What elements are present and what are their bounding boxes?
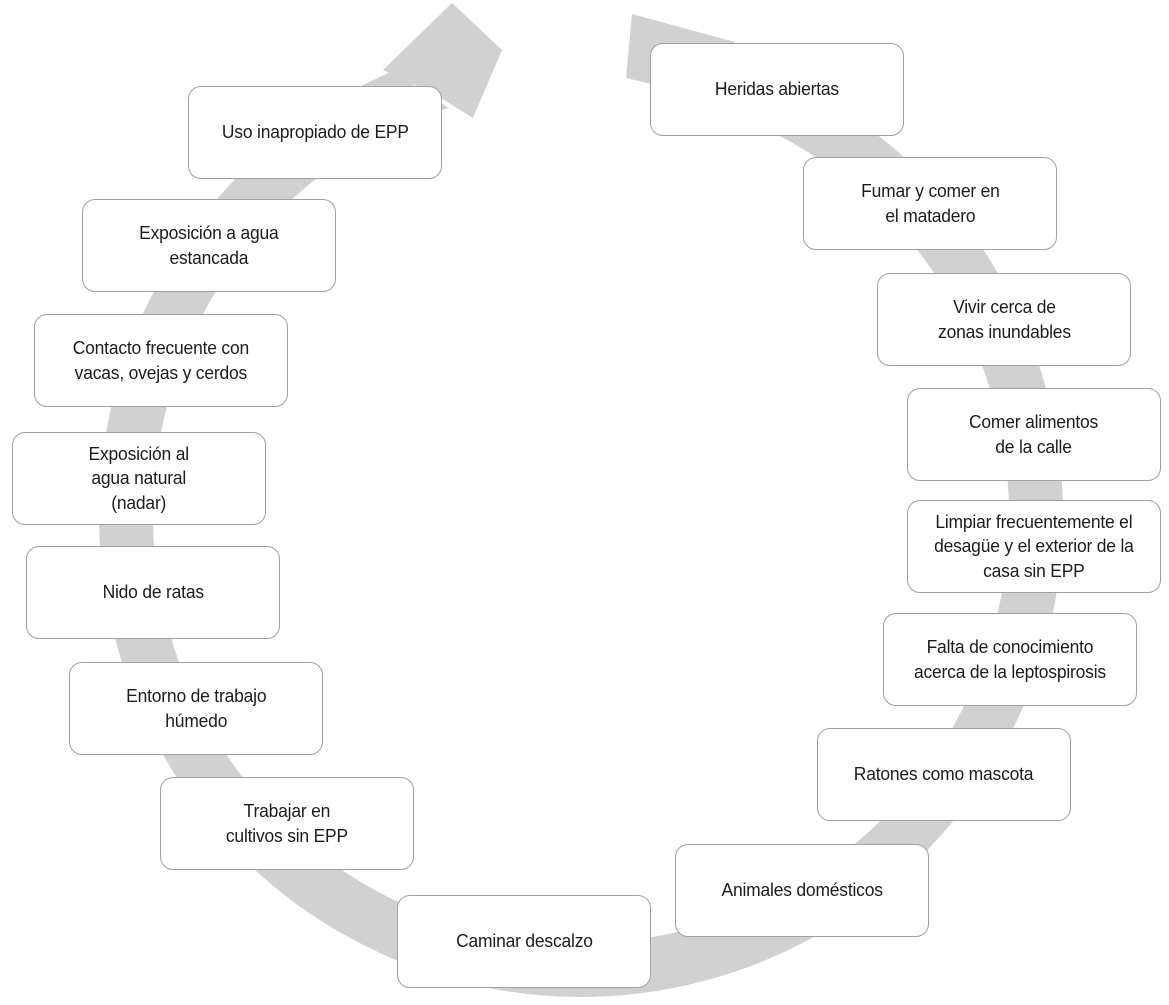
- node-label: Falta de conocimiento acerca de la lepto…: [914, 637, 1106, 682]
- node-label: Exposición al agua natural (nadar): [88, 444, 190, 513]
- node-contacto-vacas-ovejas-cerdos: Contacto frecuente con vacas, ovejas y c…: [34, 314, 288, 407]
- node-label: Animales domésticos: [721, 880, 883, 901]
- node-trabajar-en-cultivos-sin-epp: Trabajar en cultivos sin EPP: [160, 777, 414, 870]
- node-label: Vivir cerca de zonas inundables: [937, 297, 1071, 342]
- node-fumar-y-comer-en-el-matadero: Fumar y comer en el matadero: [803, 157, 1057, 250]
- node-heridas-abiertas: Heridas abiertas: [650, 43, 904, 136]
- node-label: Nido de ratas: [102, 582, 204, 603]
- node-label: Limpiar frecuentemente el desagüe y el e…: [934, 512, 1134, 581]
- node-label: Fumar y comer en el matadero: [860, 181, 1000, 226]
- node-comer-alimentos-de-la-calle: Comer alimentos de la calle: [907, 388, 1161, 481]
- node-vivir-cerca-de-zonas-inundables: Vivir cerca de zonas inundables: [877, 273, 1131, 366]
- node-label: Uso inapropiado de EPP: [221, 122, 409, 143]
- node-caminar-descalzo: Caminar descalzo: [397, 895, 651, 988]
- node-falta-de-conocimiento-leptospirosis: Falta de conocimiento acerca de la lepto…: [883, 613, 1137, 706]
- node-nido-de-ratas: Nido de ratas: [26, 546, 280, 639]
- node-label: Exposición a agua estancada: [139, 223, 279, 268]
- node-exposicion-agua-estancada: Exposición a agua estancada: [82, 199, 336, 292]
- node-label: Ratones como mascota: [854, 764, 1034, 785]
- node-uso-inapropiado-de-epp: Uso inapropiado de EPP: [188, 86, 442, 179]
- arrowhead-icon: [383, 3, 502, 118]
- node-limpiar-desague-sin-epp: Limpiar frecuentemente el desagüe y el e…: [907, 500, 1161, 593]
- node-label: Heridas abiertas: [714, 79, 840, 100]
- node-label: Caminar descalzo: [455, 931, 593, 952]
- node-ratones-como-mascota: Ratones como mascota: [817, 728, 1071, 821]
- node-label: Comer alimentos de la calle: [969, 412, 1099, 457]
- node-label: Contacto frecuente con vacas, ovejas y c…: [72, 338, 250, 383]
- node-label: Trabajar en cultivos sin EPP: [225, 801, 349, 846]
- node-exposicion-agua-natural-nadar: Exposición al agua natural (nadar): [12, 432, 266, 525]
- node-label: Entorno de trabajo húmedo: [125, 686, 267, 731]
- node-entorno-de-trabajo-humedo: Entorno de trabajo húmedo: [69, 662, 323, 755]
- node-animales-domesticos: Animales domésticos: [675, 844, 929, 937]
